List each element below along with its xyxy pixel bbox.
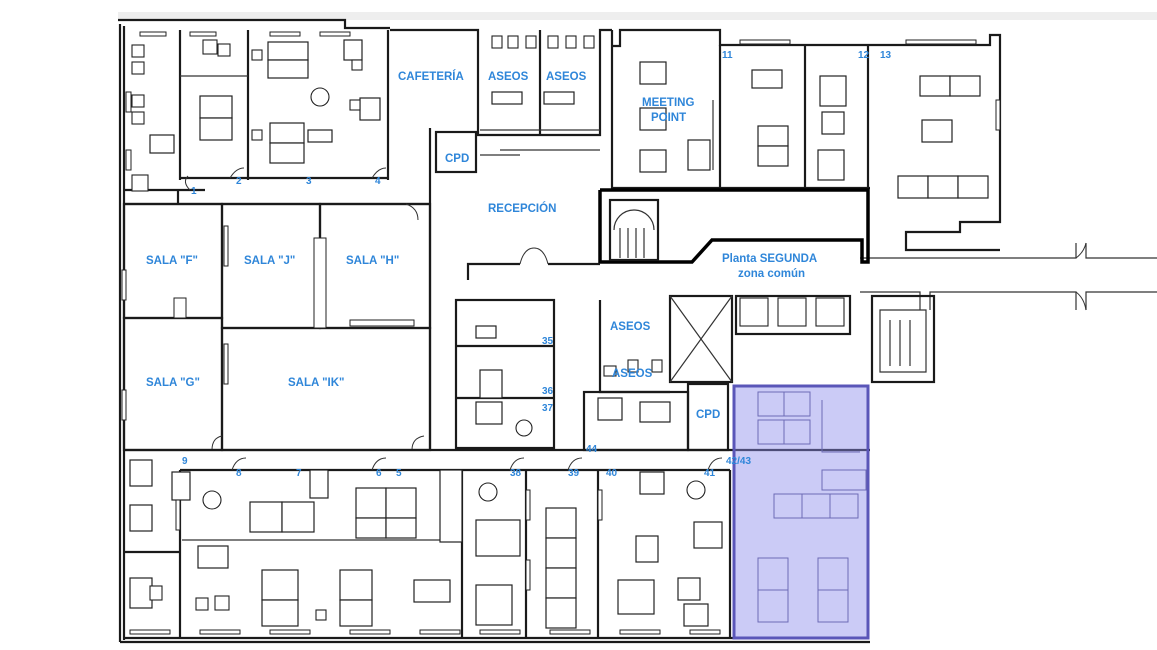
- door-number-12: 12: [858, 50, 870, 61]
- door-number-38: 38: [510, 468, 522, 479]
- door-number-6: 6: [376, 468, 382, 479]
- cafeteria-aseos-top: [428, 30, 600, 204]
- label-recepcion: RECEPCIÓN: [488, 202, 556, 215]
- label-sala-g: SALA "G": [146, 377, 200, 389]
- door-number-39: 39: [568, 468, 580, 479]
- label-zona-comun: zona común: [738, 268, 805, 280]
- right-stairs: [870, 294, 936, 384]
- door-number-7: 7: [296, 468, 302, 479]
- bottom-offices: [124, 448, 870, 638]
- label-cpd-mid: CPD: [696, 409, 720, 421]
- top-left-offices: [124, 30, 430, 206]
- center-offices: [454, 294, 852, 452]
- label-sala-f: SALA "F": [146, 255, 198, 267]
- door-number-4: 4: [375, 176, 381, 187]
- highlighted-room-42-43[interactable]: [732, 384, 870, 640]
- label-cpd-top: CPD: [445, 153, 469, 165]
- label-aseos-4: ASEOS: [612, 368, 653, 380]
- door-number-3: 3: [306, 176, 312, 187]
- door-number-35: 35: [542, 336, 554, 347]
- label-planta-segunda: Planta SEGUNDA: [722, 253, 817, 265]
- right-corridor: [860, 242, 1157, 311]
- label-sala-j: SALA "J": [244, 255, 295, 267]
- door-number-2: 2: [236, 176, 242, 187]
- label-meeting: MEETING: [642, 97, 694, 109]
- door-number-37: 37: [542, 403, 554, 414]
- door-number-5: 5: [396, 468, 402, 479]
- door-number-41: 41: [704, 468, 716, 479]
- door-number-13: 13: [880, 50, 892, 61]
- door-number-44: 44: [586, 444, 598, 455]
- label-sala-ik: SALA "IK": [288, 377, 344, 389]
- top-right-offices: [612, 39, 1001, 199]
- room-labels: CAFETERÍA ASEOS ASEOS MEETING POINT CPD …: [146, 70, 817, 421]
- top-border: [118, 12, 1157, 20]
- label-cafeteria: CAFETERÍA: [398, 70, 464, 83]
- door-number-9: 9: [182, 456, 188, 467]
- door-number-1: 1: [191, 186, 197, 197]
- door-numbers: 1 2 3 4 5 6 7 8 9 11 12 13 35 36 37 38 3…: [182, 50, 892, 479]
- door-number-36: 36: [542, 386, 554, 397]
- door-number-8: 8: [236, 468, 242, 479]
- label-aseos-3: ASEOS: [610, 321, 651, 333]
- label-aseos-1: ASEOS: [488, 71, 529, 83]
- door-number-42-43: 42/43: [726, 456, 751, 467]
- salas: [121, 202, 432, 452]
- label-aseos-2: ASEOS: [546, 71, 587, 83]
- door-number-11: 11: [722, 50, 733, 61]
- label-point: POINT: [651, 112, 686, 124]
- label-sala-h: SALA "H": [346, 255, 399, 267]
- door-number-40: 40: [606, 468, 618, 479]
